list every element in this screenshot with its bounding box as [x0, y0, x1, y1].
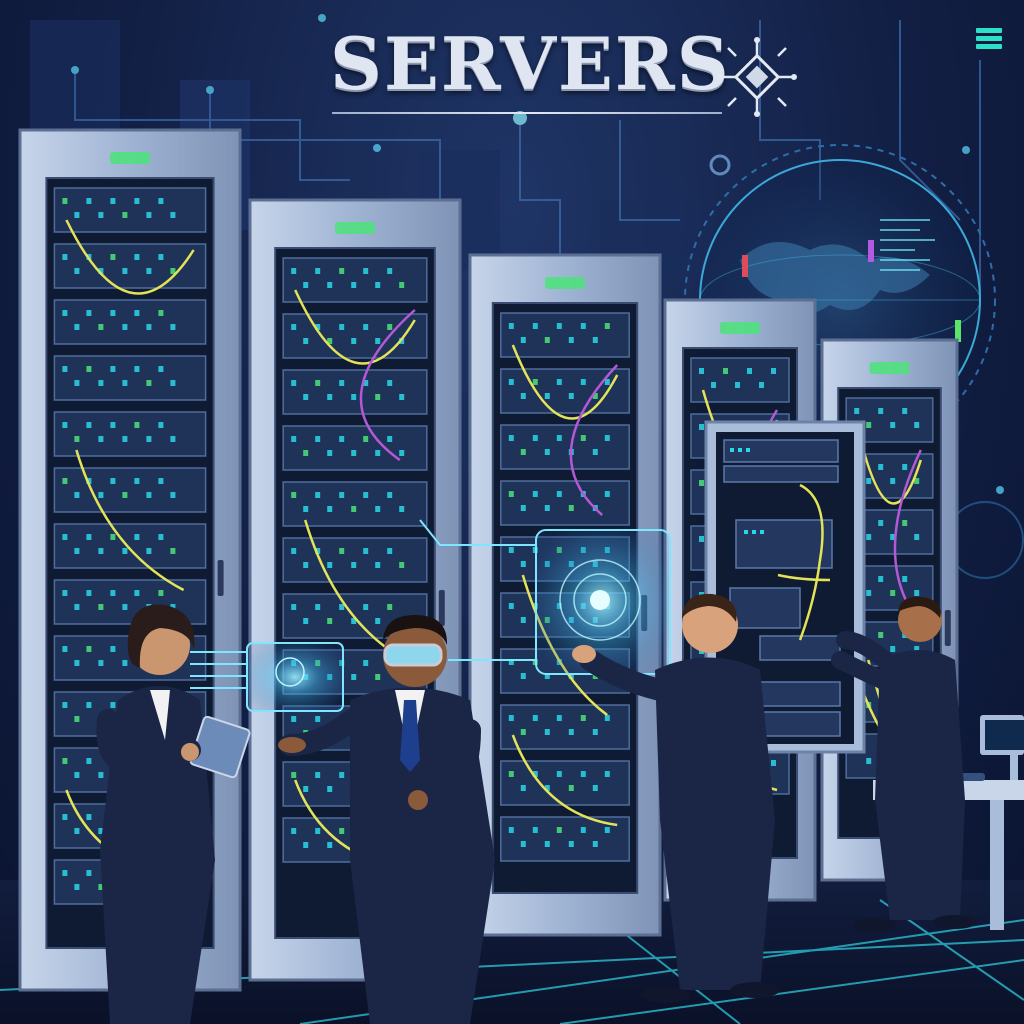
server-unit: [282, 425, 428, 471]
rack-status-light: [720, 322, 760, 334]
server-unit: [282, 257, 428, 303]
rack-status-light: [335, 222, 375, 234]
cable: [893, 449, 922, 601]
server-unit: [53, 355, 207, 401]
title-underline: [332, 112, 722, 114]
cable: [65, 219, 195, 295]
rack-status-light: [869, 362, 910, 374]
cable: [856, 429, 922, 505]
server-unit: [53, 299, 207, 345]
rack-status-light: [545, 277, 585, 289]
cable: [511, 344, 619, 420]
server-unit: [53, 187, 207, 233]
hamburger-menu-icon[interactable]: [976, 28, 1002, 50]
hologram-panel-left: [190, 642, 344, 712]
server-unit: [500, 368, 630, 414]
server-unit: [500, 760, 630, 806]
cable: [511, 734, 618, 827]
server-unit: [53, 243, 207, 289]
cable: [359, 309, 416, 462]
person-man-with-goggles: [278, 615, 495, 1024]
server-unit: [500, 424, 630, 470]
person-man-at-rack: [831, 596, 977, 932]
hologram-panel-center: [419, 519, 671, 675]
cable: [569, 364, 619, 516]
server-unit: [53, 467, 207, 513]
server-unit: [282, 481, 428, 527]
person-man-gesturing: [572, 593, 780, 1003]
server-unit: [282, 537, 428, 583]
server-unit: [500, 704, 630, 750]
cable: [294, 289, 416, 365]
server-unit: [500, 480, 630, 526]
server-unit: [53, 523, 207, 569]
rack-status-light: [110, 152, 150, 164]
server-unit: [690, 357, 790, 403]
server-unit: [53, 411, 207, 457]
circuit-chip-icon: [717, 37, 797, 117]
person-woman-with-tablet: [96, 604, 251, 1024]
server-unit: [500, 312, 630, 358]
page-title: SERVERS: [330, 21, 731, 106]
people: [96, 593, 977, 1024]
cable: [75, 449, 185, 592]
server-unit: [500, 816, 630, 862]
server-unit: [282, 369, 428, 415]
